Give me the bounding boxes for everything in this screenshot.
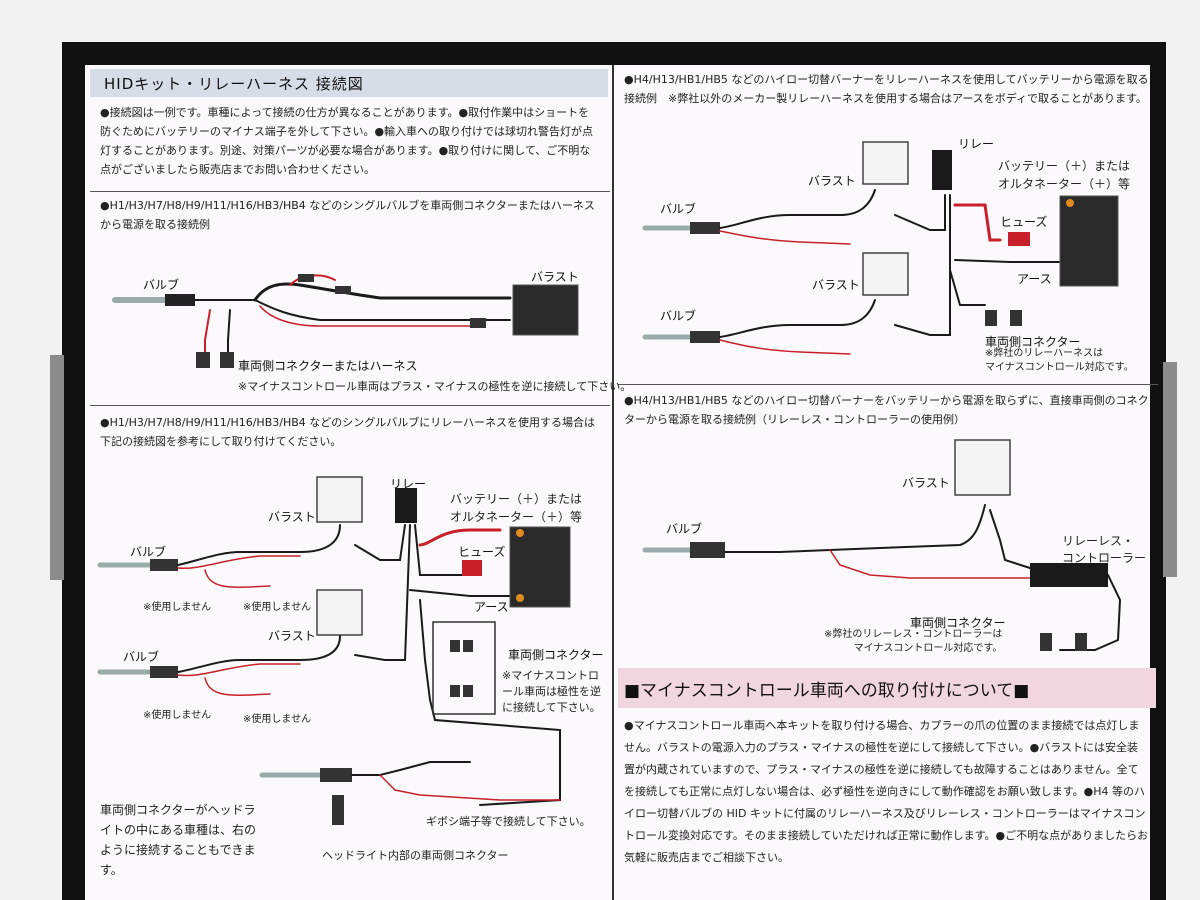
sec2-ballast2-label: バラスト — [268, 629, 316, 643]
sec3-connector-note: ※弊社のリレーハーネスは マイナスコントロール対応です。 — [985, 348, 1134, 373]
sec1-ballast-label: バラスト — [531, 270, 579, 284]
sec3-battery-label: バッテリー（＋）または オルタネーター（＋）等 — [998, 159, 1131, 191]
sec2-unused4: ※使用しません — [243, 714, 312, 725]
sec2-headlight-note: 車両側コネクターがヘッドライトの中にある車種は、右のように接続することもできます… — [100, 803, 257, 877]
minus-heading: ■マイナスコントロール車両への取り付けについて■ — [624, 681, 1030, 701]
sec2-bulb2-label: バルブ — [123, 650, 160, 664]
sec2-fuse-label: ヒューズ — [458, 545, 506, 559]
intro-text: ●接続図は一例です。車種によって接続の仕方が異なることがあります。●取付作業中は… — [100, 106, 594, 176]
sec2-unused2: ※使用しません — [243, 602, 312, 613]
sec4-controller-label: リレーレス・ コントローラー — [1062, 534, 1147, 565]
minus-heading-bar — [618, 668, 1156, 708]
sec3-bulb2-label: バルブ — [660, 309, 697, 323]
sec3-bulb1-label: バルブ — [660, 202, 697, 216]
sec2-unused3: ※使用しません — [143, 710, 212, 721]
minus-body: ●マイナスコントロール車両へ本キットを取り付ける場合、カプラーの爪の位置のまま接… — [624, 719, 1149, 864]
sec2-unused1: ※使用しません — [143, 602, 212, 613]
sec2-gibosi-label: ギボシ端子等で接続して下さい。 — [426, 815, 591, 828]
sec4-description: ●H4/H13/HB1/HB5 などのハイロー切替バーナーをバッテリーから電源を… — [624, 394, 1149, 426]
sec3-connector-label: 車両側コネクター — [985, 335, 1081, 349]
section-divider-1 — [90, 191, 610, 192]
sec2-earth-label: アース — [474, 600, 509, 614]
page-title: HIDキット・リレーハーネス 接続図 — [104, 75, 364, 93]
sec2-ballast1-label: バラスト — [268, 510, 316, 524]
sec3-fuse-label: ヒューズ — [1000, 215, 1048, 229]
sec2-bulb1-label: バルブ — [130, 545, 167, 559]
sec3-relay-label: リレー — [958, 137, 995, 151]
section-divider-3 — [618, 384, 1158, 385]
sec3-wiring — [642, 141, 1119, 355]
box-edge-right — [1163, 362, 1177, 577]
sec4-controller-note: ※弊社のリレーレス・コントローラーは マイナスコントロール対応です。 — [824, 629, 1003, 654]
sec1-description: ●H1/H3/H7/H8/H9/H11/H16/HB3/HB4 などのシングルバ… — [100, 199, 595, 231]
sec1-bulb-label: バルブ — [143, 278, 180, 292]
sec4-ballast-label: バラスト — [902, 476, 950, 490]
sec2-connector-label: 車両側コネクター — [508, 648, 604, 662]
column-divider — [612, 65, 614, 900]
sec4-connector-label: 車両側コネクター — [910, 616, 1006, 630]
sec3-ballast2-label: バラスト — [812, 278, 860, 292]
sec3-ballast1-label: バラスト — [808, 174, 856, 188]
section-divider-2 — [90, 405, 610, 406]
sec2-wiring — [97, 476, 571, 825]
sec4-bulb-label: バルブ — [666, 522, 703, 536]
sec3-earth-label: アース — [1017, 272, 1052, 286]
sec1-connector-label: 車両側コネクターまたはハーネス — [238, 359, 418, 373]
sec1-wiring — [112, 274, 579, 368]
sec3-description: ●H4/H13/HB1/HB5 などのハイロー切替バーナーをリレーハーネスを使用… — [624, 73, 1149, 105]
sec4-wiring — [642, 439, 1122, 651]
sec2-description: ●H1/H3/H7/H8/H9/H11/H16/HB3/HB4 などのシングルバ… — [100, 416, 596, 448]
sec2-inside-label: ヘッドライト内部の車両側コネクター — [322, 849, 509, 862]
title-bar — [90, 69, 608, 97]
sec2-minus-note: ※マイナスコントロール車両は極性を逆に接続して下さい。 — [502, 669, 601, 714]
box-edge-left — [50, 355, 64, 580]
sec1-note: ※マイナスコントロール車両はプラス・マイナスの極性を逆に接続して下さい。 — [238, 380, 632, 393]
sec2-relay-label: リレー — [390, 477, 427, 491]
sec2-battery-label: バッテリー（＋）または オルタネーター（＋）等 — [450, 492, 583, 524]
